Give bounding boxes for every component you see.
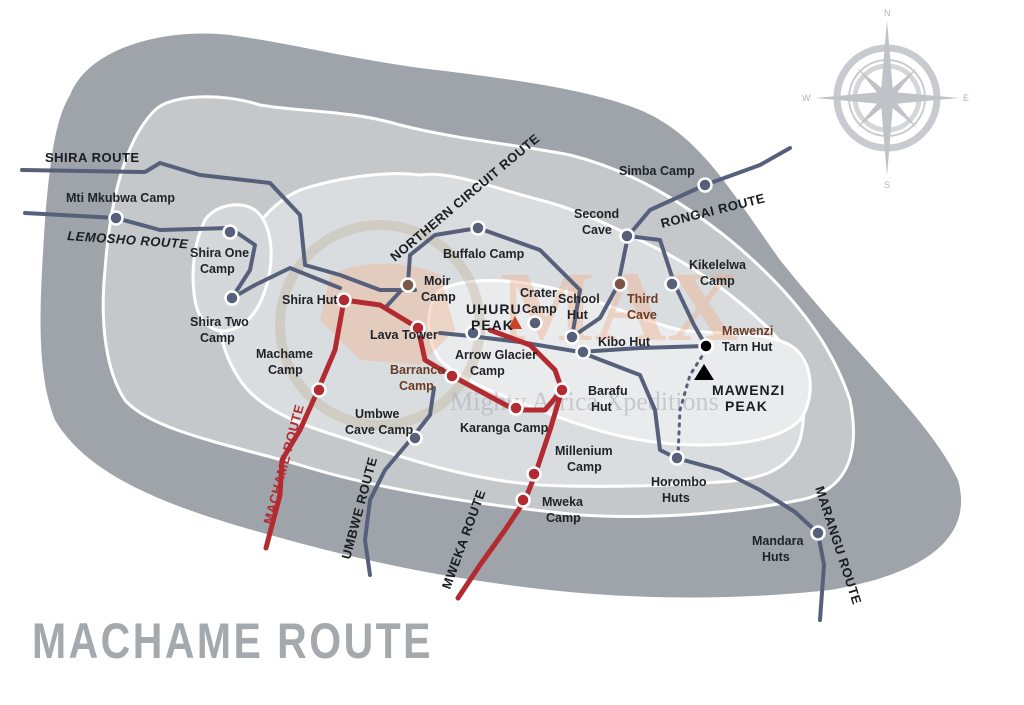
shira-one-marker [222, 224, 238, 240]
lava-tower-label: Lava Tower [370, 328, 438, 342]
millenium-camp-label-2: Camp [567, 460, 602, 474]
svg-text:E: E [963, 93, 969, 103]
kikelelwa-marker [664, 276, 680, 292]
buffalo-camp-label: Buffalo Camp [443, 247, 525, 261]
mawenzi-peak-icon [694, 364, 714, 380]
second-cave-label-2: Cave [582, 223, 612, 237]
mandara-huts-label: Mandara [752, 534, 804, 548]
kikelelwa-camp-label-2: Camp [700, 274, 735, 288]
brown-camp-markers [400, 276, 628, 293]
crater-marker [527, 315, 543, 331]
moir-camp-label: Moir [424, 274, 451, 288]
shira-two-label-2: Camp [200, 331, 235, 345]
lava-tower-marker [410, 320, 426, 336]
karanga-marker [508, 400, 524, 416]
barafu-marker [554, 382, 570, 398]
mweka-camp-label: Mweka [542, 495, 584, 509]
machame-camp-label: Machame [256, 347, 313, 361]
mweka-camp-label-2: Camp [546, 511, 581, 525]
mandara-huts-label-2: Huts [762, 550, 790, 564]
simba-marker [697, 177, 713, 193]
machame-camp-label-2: Camp [268, 363, 303, 377]
third-cave-marker [612, 276, 628, 292]
crater-link [438, 331, 708, 354]
svg-text:N: N [884, 8, 891, 18]
umbwe-route-line [363, 386, 436, 577]
arrow-glacier-label: Arrow Glacier [455, 348, 537, 362]
page-title: MACHAME ROUTE [32, 613, 433, 669]
shira-two-marker [224, 290, 240, 306]
second-cave-label: Second [574, 207, 619, 221]
school-hut-marker [564, 329, 580, 345]
mandara-marker [810, 525, 826, 541]
svg-text:Mighty Africa Xpeditions: Mighty Africa Xpeditions [450, 387, 719, 416]
mawenzi-dotted-path [676, 348, 708, 457]
horombo-huts-label-2: Huts [662, 491, 690, 505]
uhuru-peak-label-2: PEAK [471, 317, 514, 333]
mti-mkubwa-marker [108, 210, 124, 226]
mti-mkubwa-label: Mti Mkubwa Camp [66, 191, 175, 205]
school-hut-label-2: Hut [567, 308, 589, 322]
umbwe-cave-label: Umbwe [355, 407, 400, 421]
millenium-camp-label: Millenium [555, 444, 613, 458]
shira-route-line [20, 161, 417, 292]
summit-zone [427, 279, 812, 447]
mawenzi-tarn-label: Mawenzi [722, 324, 773, 338]
moir-camp-label-2: Camp [421, 290, 456, 304]
shira-two-label: Shira Two [190, 315, 249, 329]
mawenzi-tarn-marker [698, 338, 714, 354]
barranco-marker [444, 368, 460, 384]
machame-camp-marker [311, 382, 327, 398]
umbwe-cave-marker [407, 430, 423, 446]
kikelelwa-camp-label: Kikelelwa [689, 258, 747, 272]
barafu-hut-label-2: Hut [591, 400, 613, 414]
horombo-marker [669, 450, 685, 466]
arrow-glacier-marker [465, 325, 481, 341]
shira-hut-marker [336, 292, 352, 308]
third-cave-label: Third [627, 292, 658, 306]
millenium-marker [526, 466, 542, 482]
umbwe-cave-label-2: Cave Camp [345, 423, 413, 437]
shira-hut-label: Shira Hut [282, 293, 338, 307]
mweka-marker [515, 492, 531, 508]
red-camp-markers [311, 292, 570, 508]
gray-camp-markers [108, 177, 826, 541]
crater-camp-label: Crater [520, 286, 557, 300]
svg-text:W: W [802, 93, 811, 103]
second-cave-marker [619, 228, 635, 244]
buffalo-marker [470, 220, 486, 236]
school-hut-label: School [558, 292, 600, 306]
mawenzi-peak-label-2: PEAK [725, 398, 768, 414]
barranco-camp-label-2: Camp [399, 379, 434, 393]
uhuru-peak-icon [508, 316, 522, 329]
mawenzi-tarn-label-2: Tarn Hut [722, 340, 773, 354]
arrow-glacier-label-2: Camp [470, 364, 505, 378]
svg-text:S: S [884, 180, 890, 190]
shira-plateau [191, 203, 273, 333]
shira-one-label: Shira One [190, 246, 249, 260]
simba-camp-label: Simba Camp [619, 164, 695, 178]
moir-marker [400, 277, 416, 293]
karanga-camp-label: Karanga Camp [460, 421, 549, 435]
kibo-hut-label: Kibo Hut [598, 335, 651, 349]
barafu-hut-label: Barafu [588, 384, 628, 398]
marangu-route-line [674, 456, 826, 622]
uhuru-peak-label: UHURU [466, 301, 522, 317]
kibo-hut-marker [575, 344, 591, 360]
horombo-huts-label: Horombo [651, 475, 707, 489]
barranco-camp-label: Barranco [390, 363, 445, 377]
crater-camp-label-2: Camp [522, 302, 557, 316]
mawenzi-peak-label: MAWENZI [712, 382, 785, 398]
third-cave-label-2: Cave [627, 308, 657, 322]
shira-route-label: SHIRA ROUTE [45, 150, 140, 165]
shira-one-label-2: Camp [200, 262, 235, 276]
compass-rose-icon: N S W E [802, 8, 969, 190]
